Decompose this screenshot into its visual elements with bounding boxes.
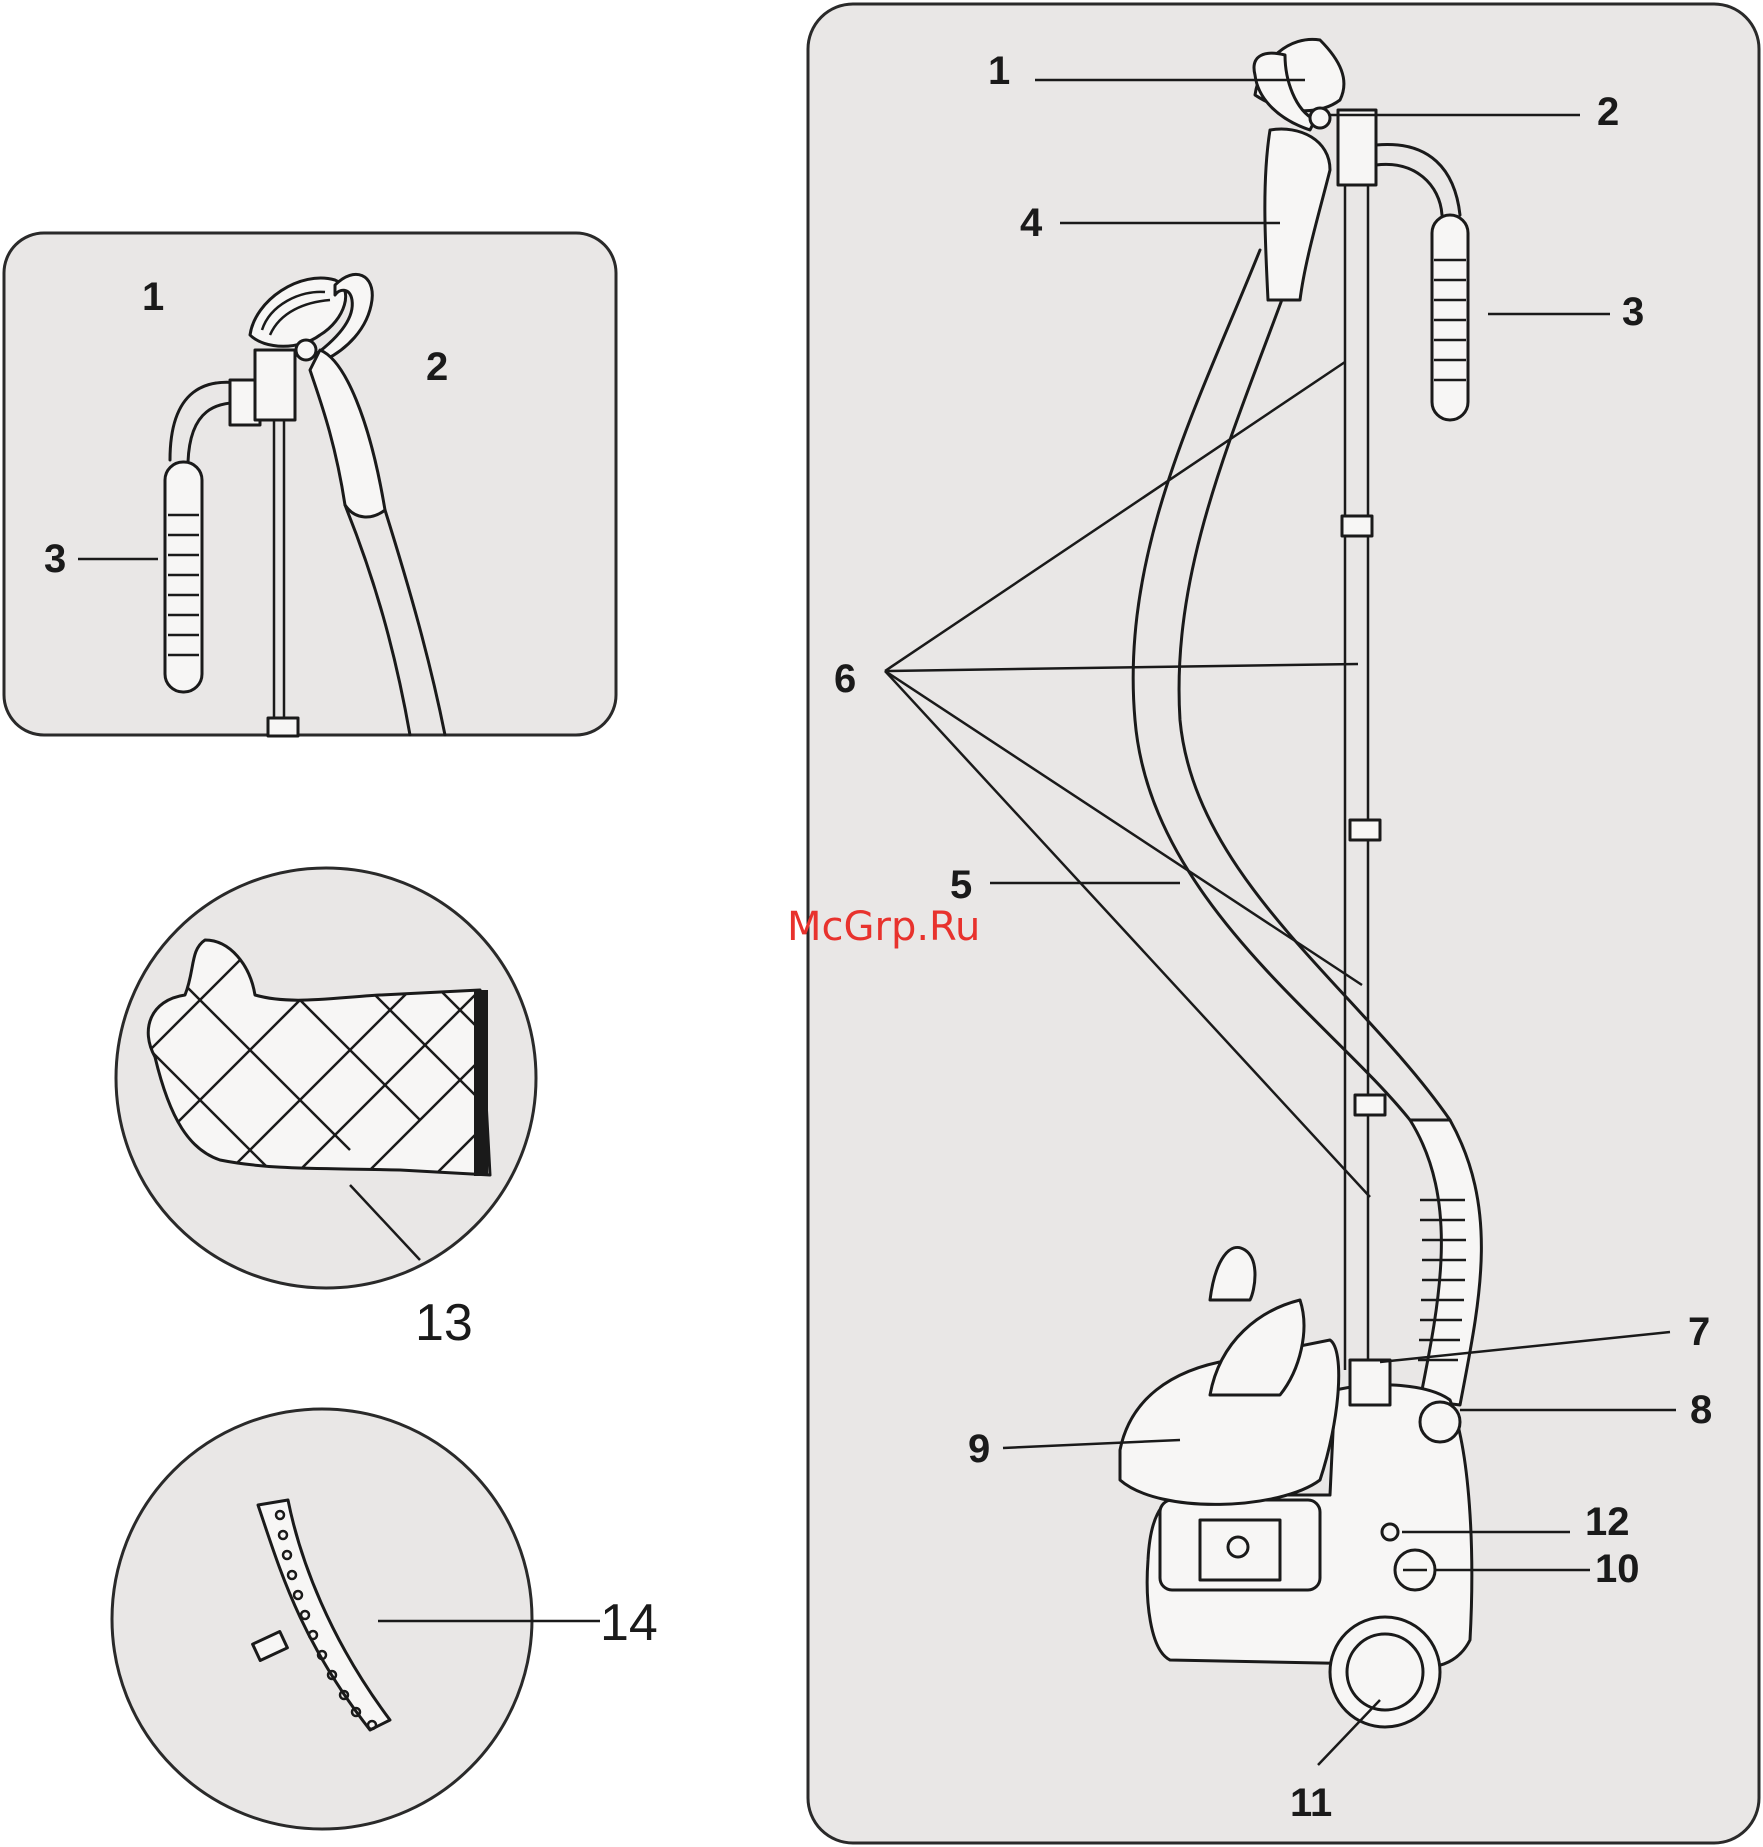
- glove-detail: 13: [100, 868, 540, 1352]
- main-holder: [1338, 110, 1376, 185]
- inset-label-1: 1: [142, 275, 164, 319]
- main-label-4: 4: [1020, 201, 1043, 245]
- main-label-5: 5: [950, 863, 972, 907]
- indicator-light: [1382, 1524, 1398, 1540]
- main-label-1: 1: [988, 49, 1010, 93]
- inset-label-2: 2: [426, 345, 448, 389]
- main-label-8: 8: [1690, 1388, 1712, 1432]
- hose-connector: [1420, 1402, 1460, 1442]
- wheel-inner: [1347, 1634, 1423, 1710]
- brush-detail: 14: [112, 1409, 658, 1829]
- main-label-6: 6: [834, 657, 856, 701]
- main-handle: [1432, 215, 1468, 420]
- inset-head-detail: 1 2 3: [4, 233, 616, 736]
- glove-label-13: 13: [415, 1294, 473, 1352]
- pole-clip: [1342, 516, 1372, 536]
- main-label-7: 7: [1688, 1310, 1710, 1354]
- inset-handle: [165, 462, 202, 692]
- main-label-2: 2: [1597, 90, 1619, 134]
- main-label-12: 12: [1585, 1500, 1630, 1544]
- inset-label-3: 3: [44, 537, 66, 581]
- pole-socket: [1350, 1360, 1390, 1405]
- main-label-3: 3: [1622, 290, 1644, 334]
- main-label-11: 11: [1290, 1781, 1332, 1825]
- main-label-9: 9: [968, 1427, 990, 1471]
- watermark: McGrp.Ru: [787, 904, 980, 950]
- brush-label-14: 14: [600, 1594, 658, 1652]
- main-label-10: 10: [1595, 1547, 1640, 1591]
- glove-cuff: [474, 990, 488, 1176]
